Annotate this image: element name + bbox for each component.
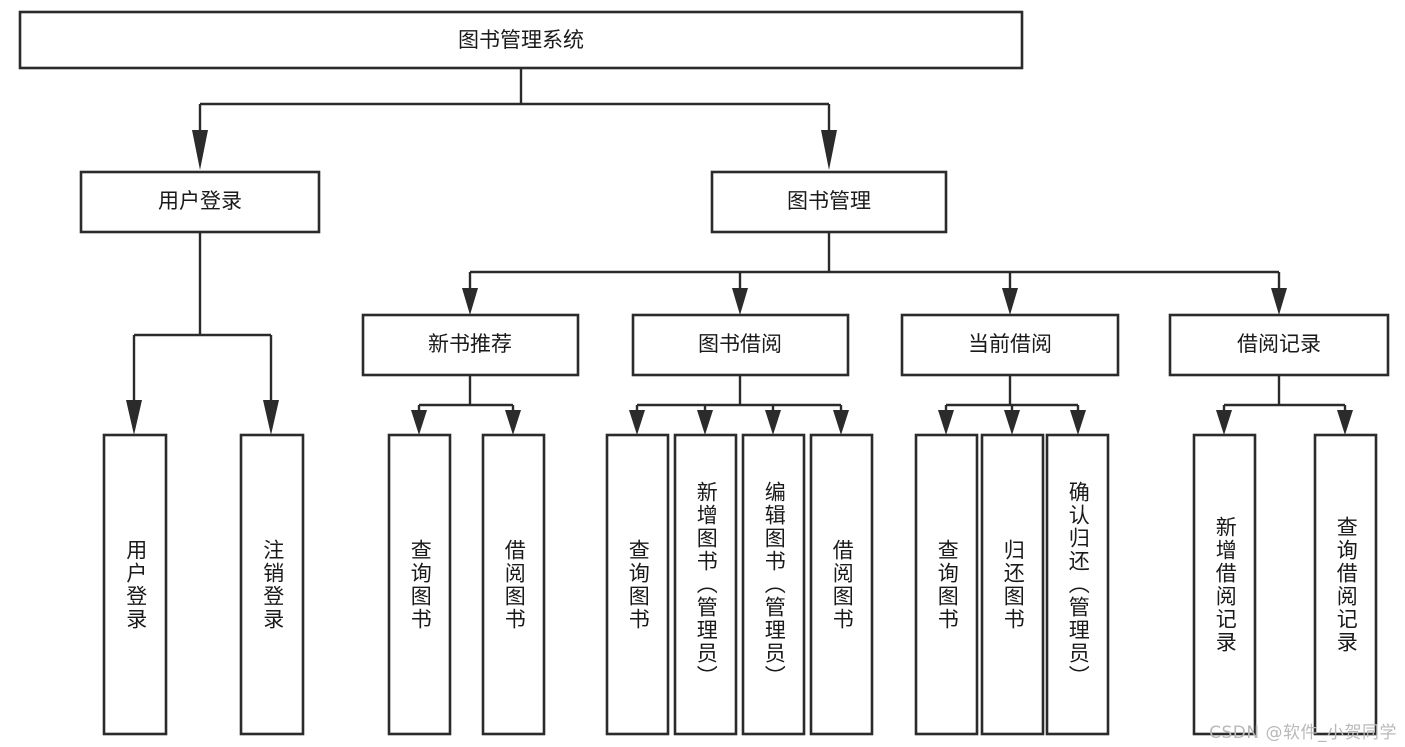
node-new-book-rec[interactable]: 新书推荐	[361, 313, 580, 377]
node-current-borrow-box[interactable]	[900, 313, 1120, 377]
leaf-add-record-box[interactable]	[1192, 433, 1257, 736]
arrow-to-leaf-edit-book	[765, 410, 781, 435]
arrow-to-current-borrow	[1002, 288, 1018, 315]
arrow-to-leaf-query-book-1	[411, 410, 427, 435]
leaf-query-record[interactable]: 查询借阅记录	[1313, 433, 1378, 736]
leaf-query-record-box[interactable]	[1313, 433, 1378, 736]
node-user-login[interactable]: 用户登录	[79, 170, 321, 234]
arrow-to-new-book-rec	[462, 288, 478, 315]
arrow-to-leaf-query-record	[1337, 410, 1353, 435]
leaf-edit-book-box[interactable]	[741, 433, 806, 736]
leaf-edit-book[interactable]: 编辑图书（管理员）	[741, 433, 806, 736]
leaf-user-logout-box[interactable]	[239, 433, 305, 736]
leaf-return-book-box[interactable]	[980, 433, 1045, 736]
node-root-label: 图书管理系统	[458, 28, 584, 52]
leaf-edit-book-label: 编辑图书（管理员）	[762, 481, 787, 688]
leaf-borrow-book-1-label: 借阅图书	[502, 538, 527, 631]
leaf-confirm-return[interactable]: 确认归还（管理员）	[1045, 433, 1110, 736]
node-borrow-record[interactable]: 借阅记录	[1168, 313, 1390, 377]
node-user-login-label: 用户登录	[158, 189, 242, 213]
arrow-to-leaf-return-book	[1004, 410, 1020, 435]
node-new-book-rec-label: 新书推荐	[428, 332, 512, 356]
node-root-box[interactable]	[18, 10, 1024, 70]
arrow-to-book-manage	[821, 130, 837, 170]
leaf-query-book-1[interactable]: 查询图书	[387, 433, 452, 736]
leaf-borrow-book-1-box[interactable]	[481, 433, 546, 736]
leaf-add-book[interactable]: 新增图书（管理员）	[673, 433, 738, 736]
node-book-manage[interactable]: 图书管理	[710, 170, 948, 234]
leaf-return-book-label: 归还图书	[1001, 538, 1026, 631]
node-new-book-rec-box[interactable]	[361, 313, 580, 377]
node-current-borrow-label: 当前借阅	[968, 332, 1052, 356]
leaf-query-book-3[interactable]: 查询图书	[914, 433, 979, 736]
leaf-add-book-box[interactable]	[673, 433, 738, 736]
leaf-user-login-label: 用户登录	[123, 538, 148, 631]
leaf-user-logout-label: 注销登录	[260, 538, 285, 631]
leaf-query-book-2-box[interactable]	[605, 433, 670, 736]
node-current-borrow[interactable]: 当前借阅	[900, 313, 1120, 377]
leaf-user-login[interactable]: 用户登录	[102, 433, 168, 736]
connector-layer	[126, 68, 1353, 435]
node-book-manage-box[interactable]	[710, 170, 948, 234]
node-borrow-record-label: 借阅记录	[1237, 332, 1321, 356]
arrow-to-book-borrow	[732, 288, 748, 315]
leaf-confirm-return-label: 确认归还（管理员）	[1066, 481, 1091, 688]
leaf-user-login-box[interactable]	[102, 433, 168, 736]
leaf-query-book-1-label: 查询图书	[408, 538, 433, 631]
arrow-to-borrow-record	[1271, 288, 1287, 315]
node-root[interactable]: 图书管理系统	[18, 10, 1024, 70]
leaf-borrow-book-2-box[interactable]	[809, 433, 874, 736]
arrow-to-user-login	[192, 130, 208, 170]
arrow-to-leaf-borrow-book-2	[833, 410, 849, 435]
leaf-user-logout[interactable]: 注销登录	[239, 433, 305, 736]
node-book-borrow-box[interactable]	[631, 313, 850, 377]
node-user-login-box[interactable]	[79, 170, 321, 234]
arrow-to-leaf-borrow-book-1	[505, 410, 521, 435]
arrow-to-leaf-query-book-3	[938, 410, 954, 435]
leaf-query-book-3-label: 查询图书	[935, 538, 960, 631]
arrow-to-leaf-add-book	[697, 410, 713, 435]
leaf-borrow-book-1[interactable]: 借阅图书	[481, 433, 546, 736]
arrow-to-leaf-add-record	[1216, 410, 1232, 435]
leaf-add-book-label: 新增图书（管理员）	[694, 481, 719, 688]
leaf-borrow-book-2-label: 借阅图书	[830, 538, 855, 631]
arrow-to-leaf-query-book-2	[629, 410, 645, 435]
node-book-borrow-label: 图书借阅	[698, 332, 782, 356]
leaf-confirm-return-box[interactable]	[1045, 433, 1110, 736]
leaf-borrow-book-2[interactable]: 借阅图书	[809, 433, 874, 736]
leaf-query-record-label: 查询借阅记录	[1334, 515, 1359, 654]
node-book-borrow[interactable]: 图书借阅	[631, 313, 850, 377]
leaf-add-record-label: 新增借阅记录	[1213, 515, 1238, 654]
leaf-return-book[interactable]: 归还图书	[980, 433, 1045, 736]
leaf-query-book-2-label: 查询图书	[626, 538, 651, 631]
arrow-to-leaf-user-login	[126, 400, 142, 435]
arrow-to-leaf-user-logout	[263, 400, 279, 435]
leaf-query-book-1-box[interactable]	[387, 433, 452, 736]
node-book-manage-label: 图书管理	[787, 189, 871, 213]
node-borrow-record-box[interactable]	[1168, 313, 1390, 377]
arrow-to-leaf-confirm-return	[1070, 410, 1086, 435]
leaf-add-record[interactable]: 新增借阅记录	[1192, 433, 1257, 736]
leaf-query-book-2[interactable]: 查询图书	[605, 433, 670, 736]
leaf-query-book-3-box[interactable]	[914, 433, 979, 736]
